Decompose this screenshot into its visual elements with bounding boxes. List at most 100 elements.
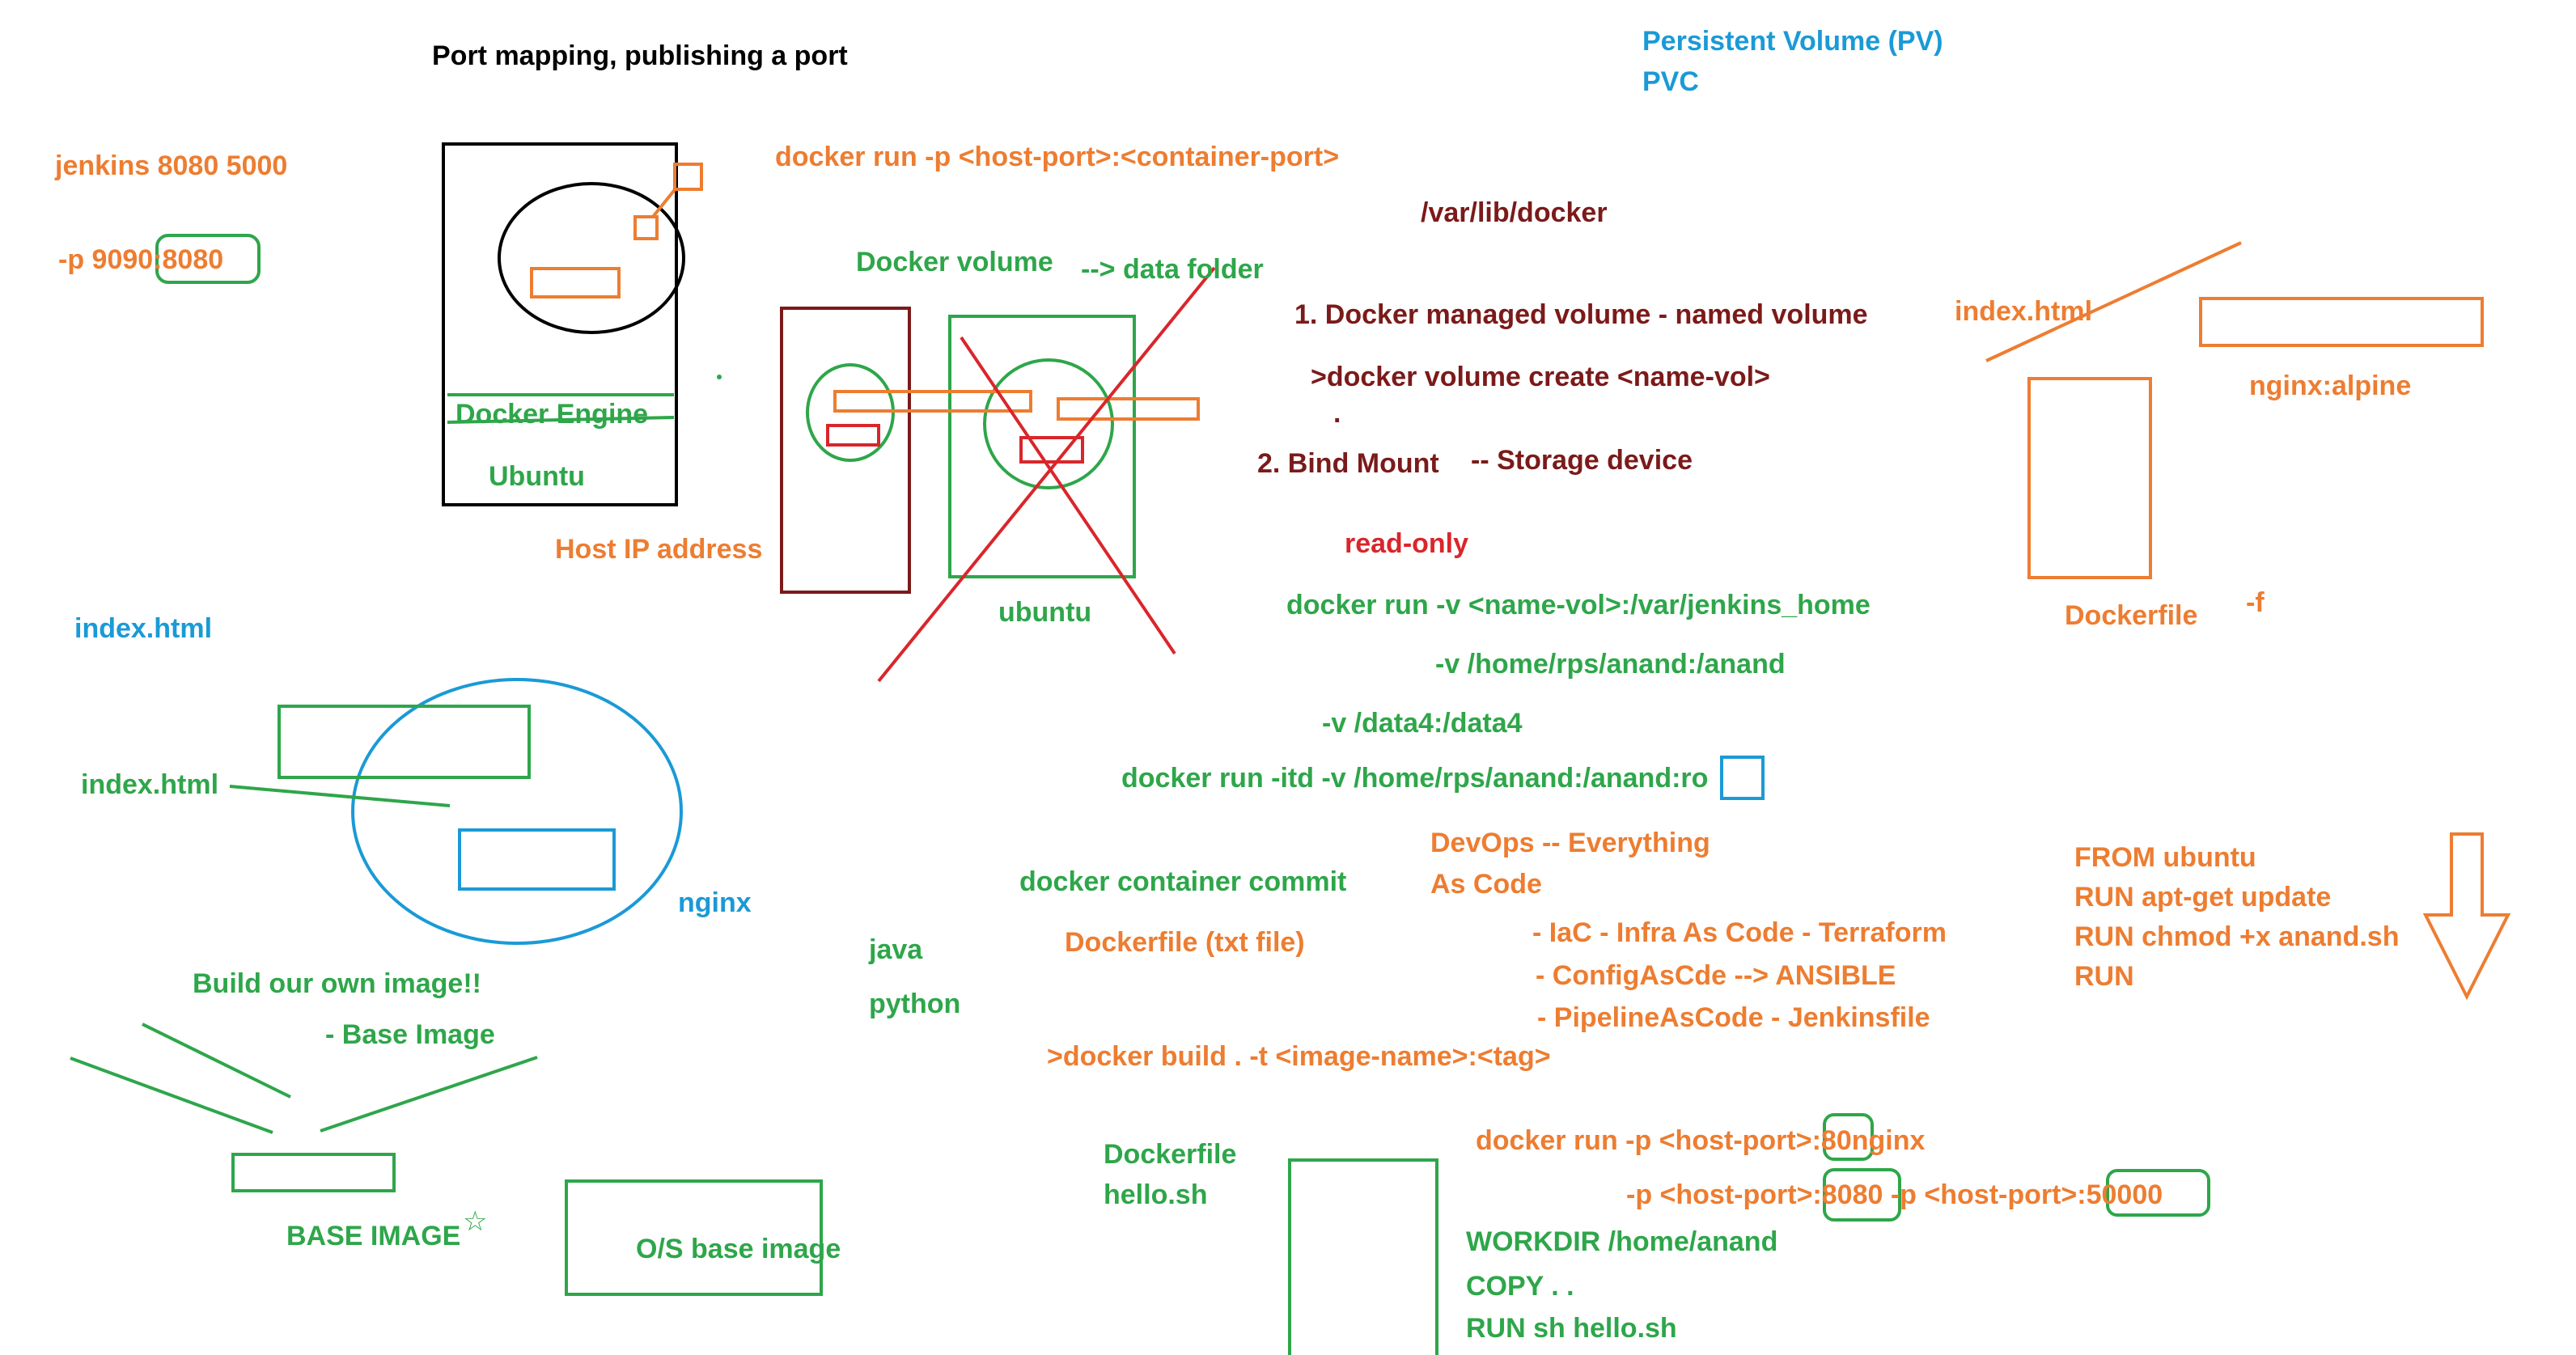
star-icon: ☆ xyxy=(463,1206,488,1237)
p-line-prefix: -p <host-port>: xyxy=(1626,1179,1822,1210)
volume-host-box xyxy=(780,307,911,594)
copy-line: COPY . . xyxy=(1466,1271,1574,1302)
devops-config: - ConfigAsCde --> ANSIBLE xyxy=(1536,960,1896,991)
volume-orange-rect-2 xyxy=(1057,397,1200,421)
from-line-1: FROM ubuntu xyxy=(2074,842,2256,873)
base-image-rect xyxy=(231,1153,396,1192)
host-port-small-2 xyxy=(673,163,703,191)
base-image-note: - Base Image xyxy=(325,1019,495,1050)
nginx-ellipse xyxy=(351,678,683,945)
dockerfile-rect xyxy=(2027,377,2152,579)
nginx-label: nginx xyxy=(678,887,752,918)
base-line-3 xyxy=(320,1056,538,1133)
v-data-cmd: -v /data4:/data4 xyxy=(1322,708,1523,739)
base-line-1 xyxy=(70,1056,273,1134)
host-ip-label: Host IP address xyxy=(555,534,763,565)
index-html-blue: index.html xyxy=(74,613,213,644)
nginx-inner-rect xyxy=(458,828,616,891)
build-own-image: Build our own image!! xyxy=(193,968,481,999)
docker-path: /var/lib/docker xyxy=(1421,197,1608,228)
bind-mount: 2. Bind Mount xyxy=(1257,448,1439,479)
run-sh-line: RUN sh hello.sh xyxy=(1466,1313,1677,1344)
jenkins-ports: jenkins 8080 5000 xyxy=(55,150,288,181)
volume-ubuntu-label: ubuntu xyxy=(998,597,1092,628)
stray-dot xyxy=(717,375,722,379)
index-strike-line xyxy=(1985,241,2242,362)
pvc-label: PVC xyxy=(1642,66,1699,97)
docker-build-cmd: >docker build . -t <image-name>:<tag> xyxy=(1047,1041,1551,1072)
bottom-hello: hello.sh xyxy=(1104,1179,1208,1210)
port-mapping-port: 8080 xyxy=(162,244,224,275)
volume-red-rect-1 xyxy=(826,424,880,447)
volume-container-box xyxy=(948,315,1136,578)
read-only-label: read-only xyxy=(1345,528,1469,559)
from-line-3: RUN chmod +x anand.sh xyxy=(2074,921,2400,952)
os-base-rect xyxy=(565,1179,823,1296)
nginx-alpine: nginx:alpine xyxy=(2249,371,2412,401)
cross-line-2 xyxy=(877,266,1216,683)
engine-line-bottom xyxy=(447,416,675,424)
host-box xyxy=(442,142,678,506)
devops-pipeline: - PipelineAsCode - Jenkinsfile xyxy=(1537,1002,1930,1033)
container-commit: docker container commit xyxy=(1019,866,1347,897)
p-50000: 50000 xyxy=(2086,1179,2163,1210)
run-p-suffix: nginx xyxy=(1851,1125,1926,1156)
index-html-green: index.html xyxy=(81,769,219,800)
docker-run-p: docker run -p <host-port>:<container-por… xyxy=(775,142,1340,172)
run-itd-ro: ro xyxy=(1680,763,1709,794)
volume-red-rect-2 xyxy=(1019,436,1084,464)
bottom-dockerfile: Dockerfile xyxy=(1104,1139,1237,1170)
docker-volume-label: Docker volume xyxy=(856,247,1053,277)
run-p-nginx: docker run -p <host-port>:80nginx xyxy=(1476,1127,1925,1154)
run-p-80: 80 xyxy=(1820,1125,1852,1156)
p-mid: -p <host-port>: xyxy=(1883,1179,2087,1210)
devops-line-2: As Code xyxy=(1430,869,1542,900)
v-home-cmd: -v /home/rps/anand:/anand xyxy=(1435,649,1786,680)
workdir-line: WORKDIR /home/anand xyxy=(1466,1226,1778,1257)
f-flag: -f xyxy=(2246,587,2265,618)
from-line-2: RUN apt-get update xyxy=(2074,882,2332,913)
port-50000-highlight xyxy=(2106,1169,2210,1217)
port-80-highlight xyxy=(1823,1113,1874,1161)
volume-orange-rect-1 xyxy=(833,390,1032,413)
run-p-prefix: docker run -p <host-port>: xyxy=(1476,1125,1821,1156)
bottom-dockerfile-rect xyxy=(1288,1158,1438,1355)
host-port-rect xyxy=(530,267,621,299)
port-mapping-prefix: -p 9090:8080 xyxy=(58,246,223,273)
index-file-rect xyxy=(278,705,531,779)
ubuntu-label: Ubuntu xyxy=(489,461,585,492)
host-container-circle xyxy=(498,182,685,334)
nginx-image-rect xyxy=(2199,297,2484,347)
dockerfile-txt: Dockerfile (txt file) xyxy=(1065,927,1305,958)
base-line-2 xyxy=(142,1023,291,1099)
page-heading: Port mapping, publishing a port xyxy=(432,40,848,71)
os-base-image: O/S base image xyxy=(636,1234,841,1264)
port-8080-highlight-2 xyxy=(1823,1168,1901,1222)
managed-volume: 1. Docker managed volume - named volume xyxy=(1294,299,1868,330)
index-pointer-line xyxy=(229,785,451,807)
data-folder-note: --> data folder xyxy=(1081,254,1264,285)
run-itd-cmd: docker run -itd -v /home/rps/anand:/anan… xyxy=(1121,764,1708,792)
down-arrow-icon xyxy=(2422,832,2511,1001)
docker-engine-label: Docker Engine xyxy=(455,399,649,430)
host-port-small-1 xyxy=(633,215,659,240)
storage-device: -- Storage device xyxy=(1471,445,1693,476)
volume-create-cmd: >docker volume create <name-vol> xyxy=(1311,362,1770,392)
index-html-top: index.html xyxy=(1955,296,2093,327)
run-itd-text: docker run -itd -v /home/rps/anand:/anan… xyxy=(1121,763,1681,794)
devops-iac: - IaC - Infra As Code - Terraform xyxy=(1532,917,1947,948)
java-label: java xyxy=(869,934,923,965)
p-multi-ports: -p <host-port>:8080 -p <host-port>:50000 xyxy=(1626,1181,2163,1209)
p-8080: 8080 xyxy=(1821,1179,1883,1210)
volume-container-circle xyxy=(983,358,1114,489)
pv-title: Persistent Volume (PV) xyxy=(1642,26,1943,57)
run-v-cmd: docker run -v <name-vol>:/var/jenkins_ho… xyxy=(1286,590,1871,620)
host-port-link xyxy=(651,186,678,218)
port-mapping-text: -p 9090: xyxy=(58,244,163,275)
dockerfile-label-top: Dockerfile xyxy=(2065,600,2198,631)
devops-line-1: DevOps -- Everything xyxy=(1430,828,1710,858)
from-line-4: RUN xyxy=(2074,961,2134,992)
ro-highlight xyxy=(1720,756,1765,800)
base-image-caps: BASE IMAGE xyxy=(286,1221,461,1251)
